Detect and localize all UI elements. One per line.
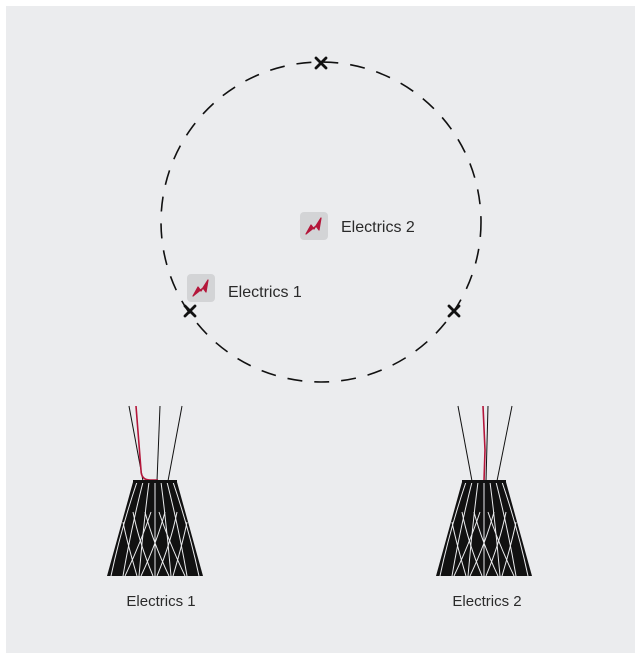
electrics-1-label: Electrics 1 [228,284,302,301]
ceiling-circle [160,61,482,383]
pendant-1-caption: Electrics 1 [126,593,195,610]
electrics-2-marker: Electrics 2 [300,212,415,240]
lightning-bolt-tile [300,212,328,240]
power-cable [135,405,158,481]
cross-marker [314,56,328,70]
lightning-bolt-icon [305,217,322,235]
pendant-lamp-2: Electrics 2 [436,405,532,610]
power-cable [482,405,486,482]
lightning-bolt-icon [192,279,209,297]
pendant-2-caption: Electrics 2 [452,593,521,610]
cross-marker [447,304,461,318]
pendant-shade [107,480,203,576]
pendant-lamp-1: Electrics 1 [107,405,203,610]
cross-marker [183,304,197,318]
lightning-bolt-tile [187,274,215,302]
electrics-1-marker: Electrics 1 [187,274,302,302]
electrics-2-label: Electrics 2 [341,219,415,236]
diagram-panel [6,6,635,653]
pendant-shade [436,480,532,576]
